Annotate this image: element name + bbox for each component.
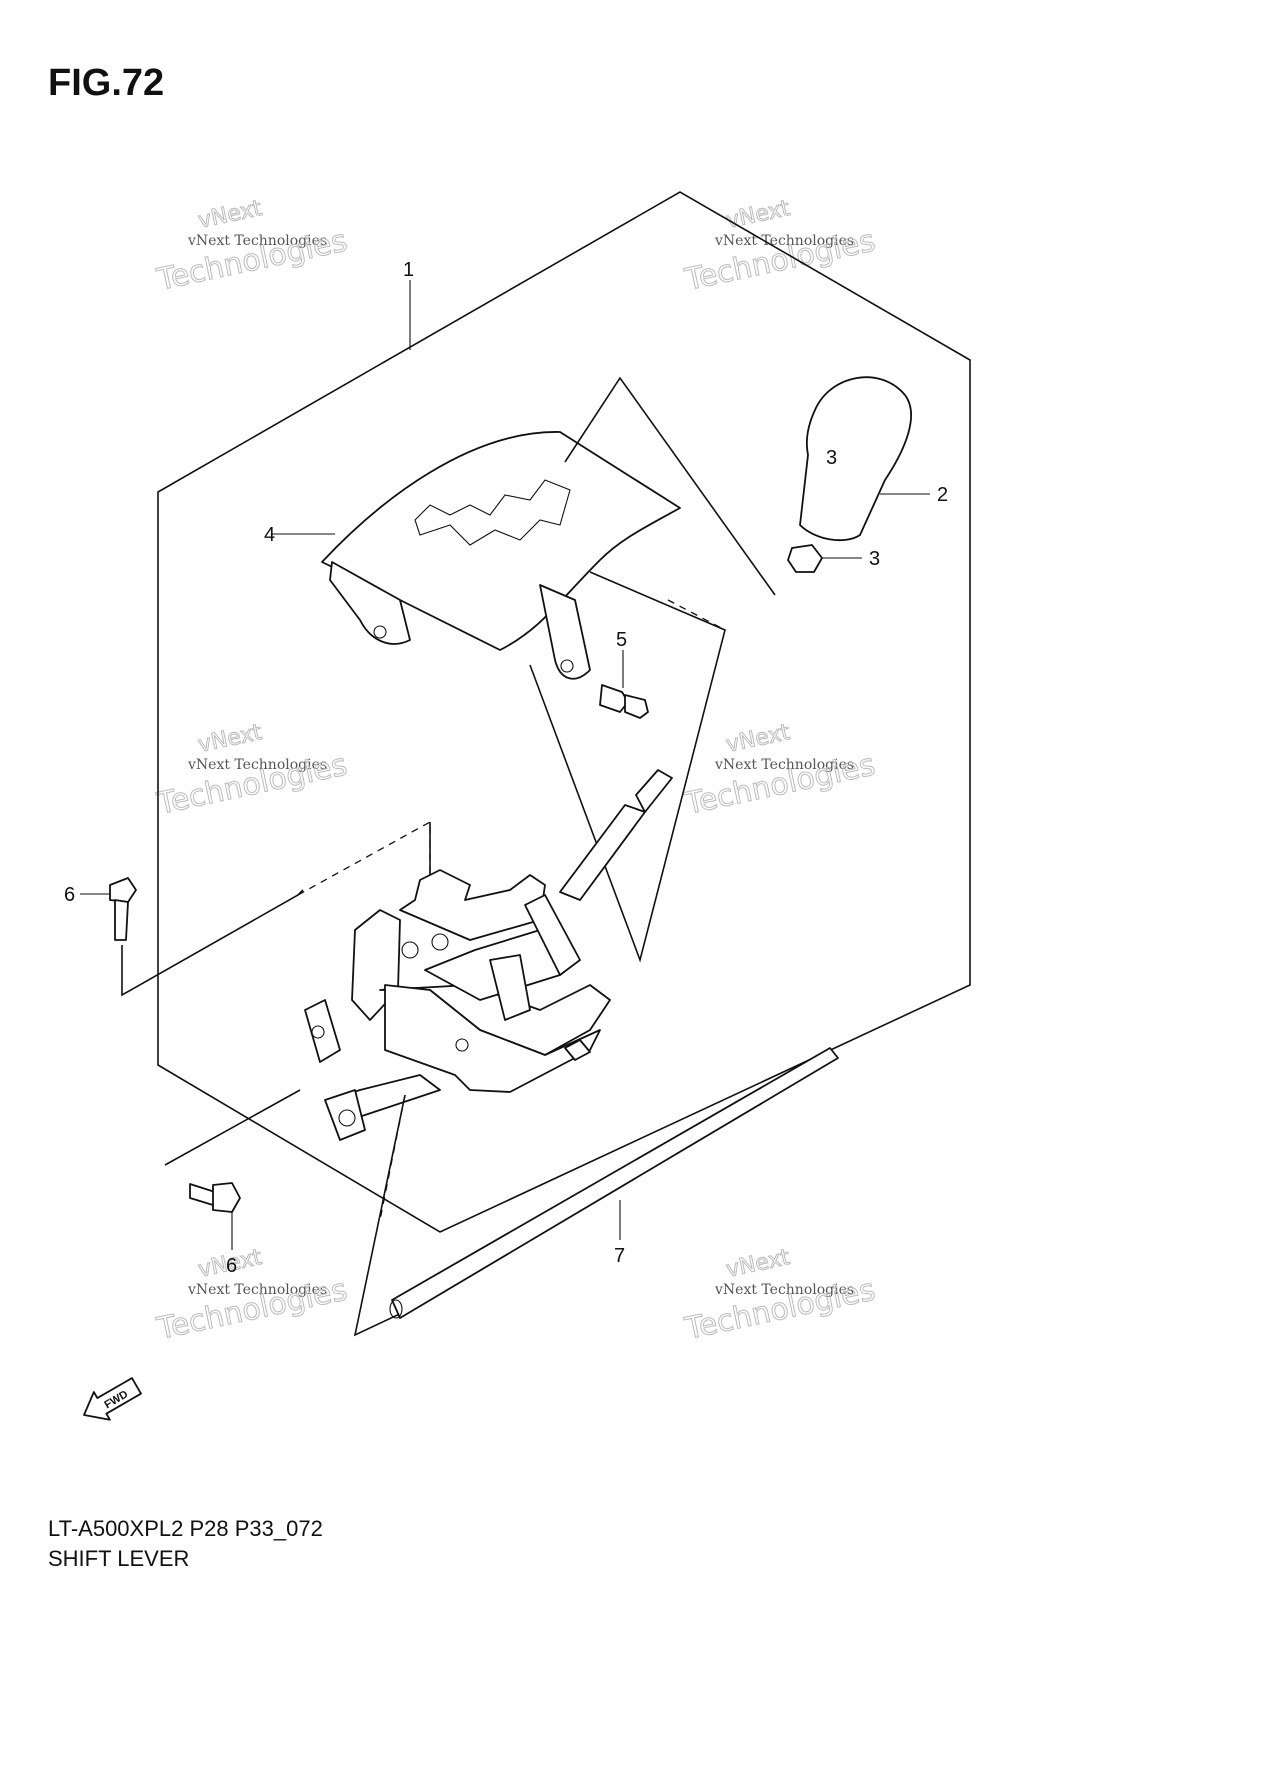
gear-guide-plate — [321, 431, 681, 680]
callout-6b: 6 — [226, 1255, 237, 1277]
watermark-bottom-right: vNext vNext Technologies Technologies — [681, 1244, 879, 1347]
knob-leader-line — [564, 376, 776, 596]
watermark-top-left: vNext vNext Technologies Technologies — [153, 195, 351, 298]
upper-bolt-leader-line — [121, 889, 304, 997]
callout-2: 2 — [937, 484, 948, 506]
callout-3: 3 — [869, 548, 880, 570]
svg-text:vNext: vNext — [196, 720, 264, 758]
svg-text:vNext Technologies: vNext Technologies — [187, 233, 327, 249]
model-code: LT-A500XPL2 P28 P33_072 — [48, 1516, 323, 1541]
knob-nut — [787, 544, 823, 573]
callout-5: 5 — [616, 629, 627, 651]
shift-knob: 3 — [799, 376, 912, 542]
shift-lever-base — [304, 869, 611, 1141]
svg-text:vNext Technologies: vNext Technologies — [187, 757, 327, 773]
mounting-bolt-lower — [189, 1182, 241, 1213]
base-leader-dash — [379, 1094, 406, 1221]
callout-7: 7 — [614, 1245, 625, 1267]
fwd-arrow-icon: FWD — [83, 1377, 142, 1421]
upper-bolt-leader-dash — [297, 820, 431, 896]
svg-text:vNext Technologies: vNext Technologies — [714, 757, 854, 773]
shift-cable-end — [559, 769, 673, 901]
svg-text:vNext Technologies: vNext Technologies — [714, 1282, 854, 1298]
knob-mark: 3 — [826, 447, 837, 469]
svg-text:vNext Technologies: vNext Technologies — [187, 1282, 327, 1298]
guide-leader-dash — [667, 599, 726, 631]
group-name: SHIFT LEVER — [48, 1546, 190, 1571]
figure-title: FIG.72 — [48, 62, 165, 104]
watermark-bottom-left: vNext vNext Technologies Technologies — [153, 1244, 351, 1347]
callout-1: 1 — [403, 259, 414, 281]
lower-bolt-leader-line — [164, 1089, 301, 1166]
svg-text:vNext: vNext — [724, 1245, 792, 1283]
callout-4: 4 — [264, 524, 275, 546]
watermark-top-right: vNext vNext Technologies Technologies — [681, 195, 879, 298]
guide-bolt — [599, 684, 649, 719]
svg-text:vNext: vNext — [724, 196, 792, 234]
svg-text:vNext: vNext — [196, 196, 264, 234]
assembly-boundary — [157, 191, 971, 1233]
guide-leader-line — [529, 571, 726, 963]
svg-text:vNext: vNext — [724, 720, 792, 758]
shift-rod — [389, 1047, 839, 1319]
mounting-bolt-upper — [109, 877, 137, 941]
svg-text:vNext Technologies: vNext Technologies — [714, 233, 854, 249]
watermark-mid-right: vNext vNext Technologies Technologies — [681, 719, 879, 822]
watermark-mid-left: vNext vNext Technologies Technologies — [153, 719, 351, 822]
callout-6a: 6 — [64, 884, 75, 906]
base-leader-line — [353, 1094, 409, 1337]
